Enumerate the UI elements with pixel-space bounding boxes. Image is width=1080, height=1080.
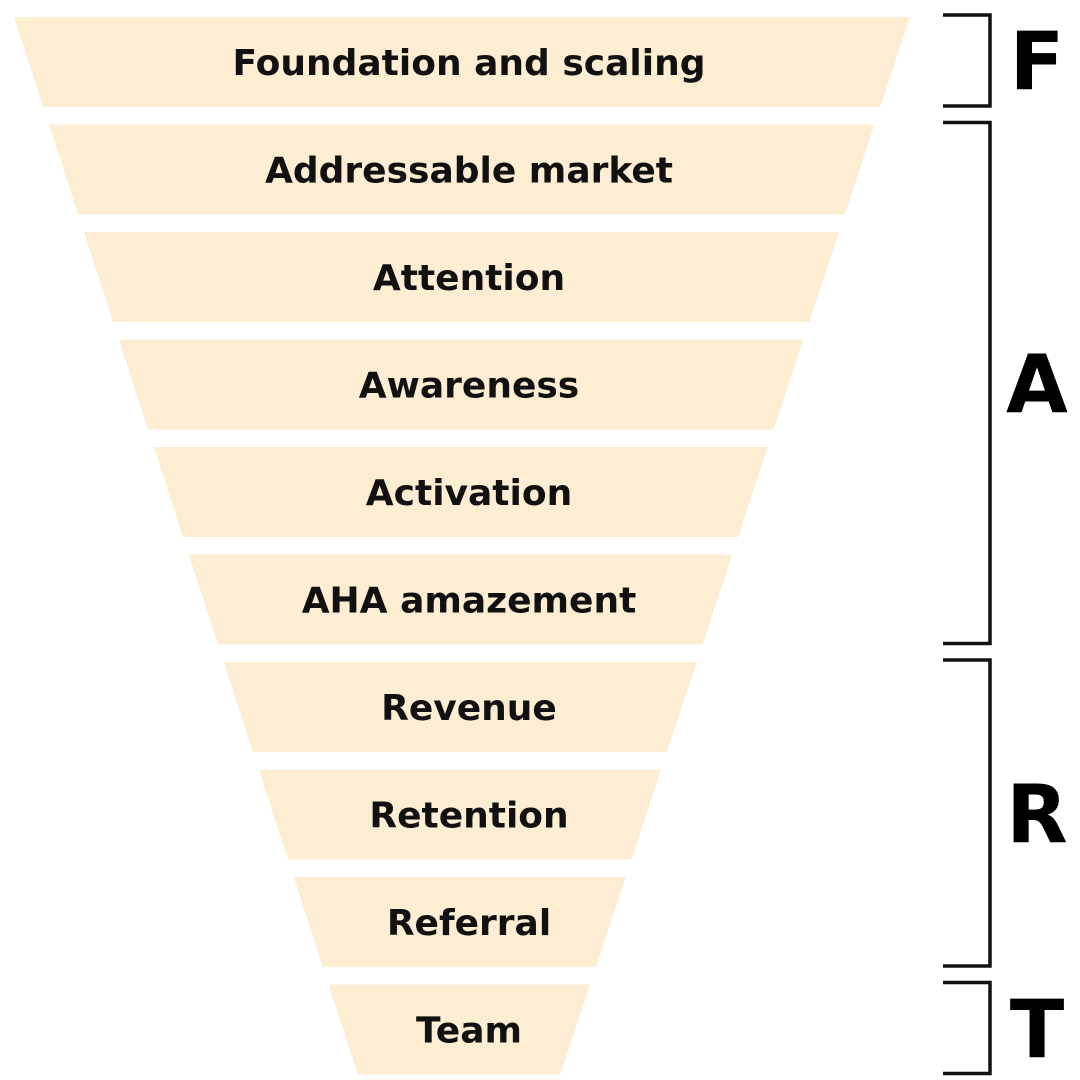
funnel-band-2: [49, 124, 875, 215]
bracket-r: [943, 658, 992, 968]
funnel-stage-label: Revenue: [381, 688, 557, 729]
funnel-stage-label: Foundation and scaling: [233, 43, 706, 84]
funnel-stage-label: Attention: [373, 258, 565, 299]
group-brackets: F A R T: [943, 13, 1068, 1076]
funnel-stage-label: Team: [416, 1011, 522, 1052]
bracket-f: [943, 13, 992, 108]
funnel-band-10: [328, 984, 590, 1075]
bracket-t: [943, 980, 992, 1076]
funnel-band-3: [83, 232, 839, 322]
funnel-band-8: [258, 769, 662, 860]
group-letter-f: F: [1010, 16, 1065, 109]
funnel-stage-label: Activation: [366, 473, 572, 514]
funnel-stage-label: Referral: [387, 903, 551, 944]
funnel-band-7: [223, 662, 697, 752]
funnel-band-5: [153, 447, 768, 537]
funnel-band-6: [188, 554, 733, 645]
funnel-band-4: [118, 339, 804, 430]
funnel-stage-label: Addressable market: [265, 151, 673, 192]
bracket-a: [943, 120, 992, 646]
group-letter-r: R: [1006, 768, 1068, 861]
funnel-stage-label: Awareness: [359, 366, 579, 407]
funnel-band-1: [14, 17, 910, 107]
group-letter-t: T: [1010, 983, 1065, 1076]
funnel-stage-label: AHA amazement: [302, 581, 637, 622]
funnel-band-9: [293, 877, 626, 967]
group-letter-a: A: [1006, 338, 1068, 431]
funnel-stage-label: Retention: [369, 796, 568, 837]
